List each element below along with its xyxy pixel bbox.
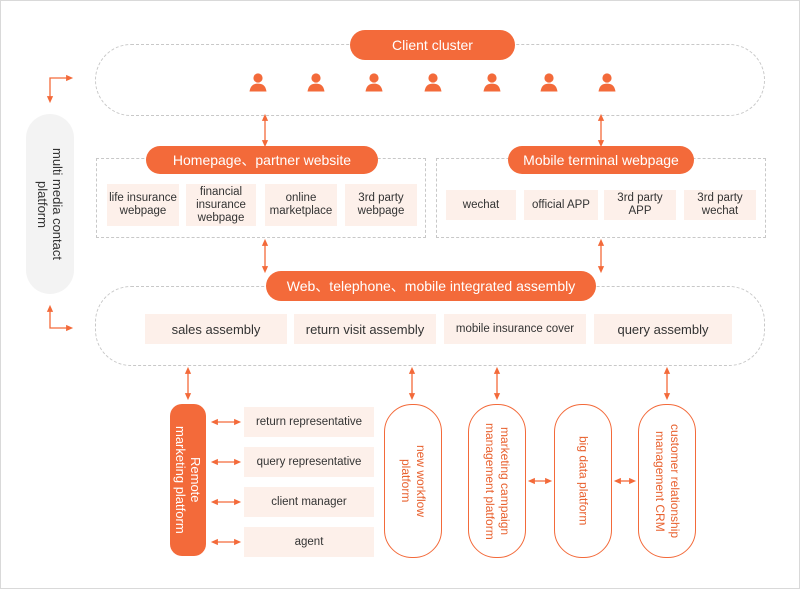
remote-item-query-representative: query representative [244, 447, 374, 477]
person-icon [248, 72, 268, 97]
person-icon [306, 72, 326, 97]
person-icon [364, 72, 384, 97]
assembly-item-query: query assembly [594, 314, 732, 344]
remote-item-agent: agent [244, 527, 374, 557]
remote-item-client-manager: client manager [244, 487, 374, 517]
platform-marketing-campaign: marketing campaign management platform [468, 404, 526, 558]
homepage-group-title: Homepage、partner website [146, 146, 378, 174]
remote-label-line-2: marketing platform [173, 426, 188, 534]
platform-new-workflow-line-1: new workflow [414, 444, 428, 518]
multi-media-platform-label: multi media contact platform [26, 114, 74, 294]
platform-marketing-campaign-line-1: marketing campaign [498, 426, 512, 536]
platform-crm-line-2: management CRM [653, 430, 667, 532]
remote-item-return-representative: return representative [244, 407, 374, 437]
platform-big-data-line-1: big data platform [576, 436, 591, 526]
client-cluster-title: Client cluster [350, 30, 515, 60]
side-label-line-1: multi media contact [50, 148, 65, 260]
remote-label-line-1: Remote [188, 457, 203, 503]
platform-crm-line-1: customer relationship [668, 423, 682, 539]
person-icon [423, 72, 443, 97]
remote-marketing-platform: Remote marketing platform [170, 404, 206, 556]
mobile-item-wechat: wechat [446, 190, 516, 220]
assembly-item-sales: sales assembly [145, 314, 287, 344]
assembly-item-return-visit: return visit assembly [294, 314, 436, 344]
assembly-item-mobile-insurance-cover: mobile insurance cover [444, 314, 586, 344]
platform-marketing-campaign-line-2: management platform [483, 422, 497, 540]
platform-crm: customer relationship management CRM [638, 404, 696, 558]
person-icon [597, 72, 617, 97]
side-label-line-2: platform [35, 180, 50, 228]
assembly-title: Web、telephone、mobile integrated assembly [266, 271, 596, 301]
platform-new-workflow: new workflow platform [384, 404, 442, 558]
person-icon [482, 72, 502, 97]
mobile-group-title: Mobile terminal webpage [508, 146, 694, 174]
platform-new-workflow-line-2: platform [399, 459, 413, 503]
person-icon [539, 72, 559, 97]
platform-big-data: big data platform [554, 404, 612, 558]
mobile-item-official-app: official APP [524, 190, 598, 220]
